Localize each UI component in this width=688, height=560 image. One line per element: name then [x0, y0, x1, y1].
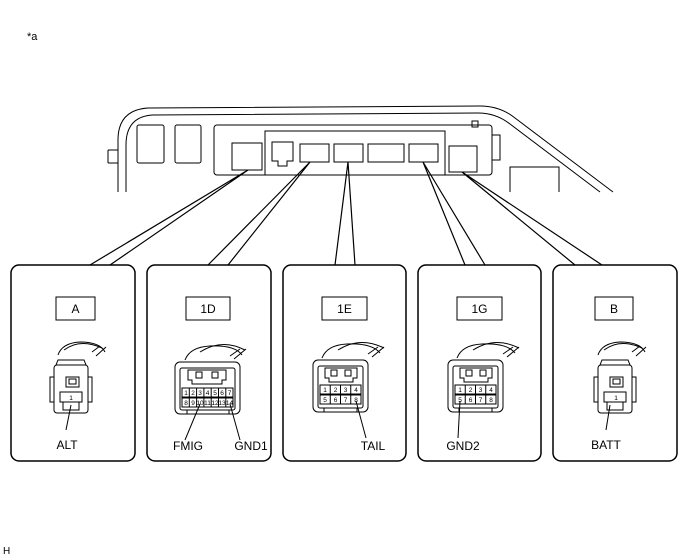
pin-label: 9 — [191, 400, 195, 407]
signal-label-tail: TAIL — [361, 439, 386, 453]
pin-label: 2 — [191, 390, 195, 397]
pin-label: 6 — [469, 397, 473, 404]
callout-lines — [89, 161, 603, 266]
footer-marker-label: H — [3, 546, 11, 557]
pin-label: 3 — [479, 387, 483, 394]
pin-label: 4 — [354, 387, 358, 394]
panel-a: A 1 ALT — [10, 264, 136, 462]
pin-label: 14 — [226, 400, 234, 407]
signal-label-alt: ALT — [56, 438, 78, 452]
pin-grid-1d: 1 2 3 4 5 6 7 8 9 10 11 12 13 14 — [184, 390, 233, 407]
pin-label: 11 — [204, 400, 211, 407]
pin-label: 1 — [69, 395, 73, 402]
signal-label-fmig: FMIG — [173, 439, 203, 453]
pin-label: 8 — [489, 397, 493, 404]
pin-label: 6 — [220, 390, 224, 397]
panel-1d: 1D 1 2 3 4 5 6 7 8 9 10 — [146, 264, 272, 462]
pin-label: 1 — [323, 387, 327, 394]
pin-label: 2 — [469, 387, 473, 394]
connector-tag-1e: 1E — [337, 302, 352, 316]
connector-tag-1g: 1G — [471, 302, 487, 316]
pin-label: 1 — [458, 387, 462, 394]
pin-label: 3 — [344, 387, 348, 394]
pin-label: 8 — [354, 397, 358, 404]
pin-label: 1 — [614, 395, 618, 402]
pin-label: 1 — [184, 390, 188, 397]
pin-label: 5 — [323, 397, 327, 404]
figure-marker-label: *a — [27, 31, 38, 43]
panel-1g: 1G 1 2 3 4 5 6 7 8 GND2 — [417, 264, 542, 462]
pin-grid-1g: 1 2 3 4 5 6 7 8 — [458, 387, 493, 404]
pin-label: 6 — [334, 397, 338, 404]
pin-label: 3 — [198, 390, 202, 397]
connector-tag-a: A — [71, 302, 79, 316]
signal-label-batt: BATT — [591, 438, 621, 452]
housing-connector-sockets — [231, 130, 478, 176]
panel-b: B 1 BATT — [552, 264, 678, 462]
pin-label: 4 — [489, 387, 493, 394]
pin-label: 5 — [213, 390, 217, 397]
signal-label-gnd2: GND2 — [446, 439, 480, 453]
pin-label: 4 — [206, 390, 210, 397]
junction-block-housing — [107, 105, 614, 193]
panel-1e: 1E 1 2 3 4 5 6 7 8 TAIL — [282, 264, 407, 462]
pin-label: 8 — [184, 400, 188, 407]
signal-label-gnd1: GND1 — [234, 439, 268, 453]
connector-tag-1d: 1D — [200, 302, 216, 316]
pin-grid-1e: 1 2 3 4 5 6 7 8 — [323, 387, 358, 404]
pin-label: 10 — [196, 400, 204, 407]
pin-label: 12 — [211, 400, 219, 407]
connector-tag-b: B — [610, 302, 618, 316]
pin-label: 7 — [228, 390, 232, 397]
pin-label: 7 — [344, 397, 348, 404]
pin-label: 5 — [458, 397, 462, 404]
pin-label: 7 — [479, 397, 483, 404]
pin-label: 2 — [334, 387, 338, 394]
pin-label: 13 — [218, 400, 226, 407]
